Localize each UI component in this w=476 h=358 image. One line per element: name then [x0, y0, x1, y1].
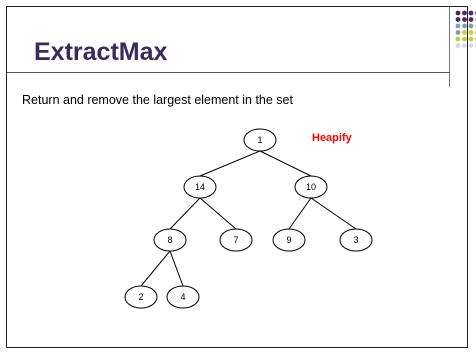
title-divider — [7, 72, 450, 73]
decor-dot — [468, 30, 474, 35]
tree-edge — [259, 150, 312, 177]
decor-dot — [468, 36, 474, 42]
decor-dot — [462, 10, 467, 16]
tree-node-circle — [243, 128, 277, 152]
decor-dot — [455, 10, 461, 16]
tree-edge — [169, 250, 184, 287]
tree-node-circle — [294, 175, 328, 199]
tree-node-circle — [153, 228, 187, 252]
tree-node: 9 — [272, 228, 306, 252]
tree-node-label: 14 — [195, 182, 205, 192]
decor-dot — [455, 17, 461, 22]
decor-dot — [462, 43, 467, 48]
tree-edge — [310, 197, 357, 230]
decor-dot — [468, 10, 474, 16]
tree-node: 2 — [124, 285, 158, 309]
tree-node-circle — [124, 285, 158, 309]
slide-title: ExtractMax — [34, 38, 168, 66]
decor-dot — [462, 17, 467, 22]
tree-node: 14 — [183, 175, 217, 199]
tree-node-circle — [183, 175, 217, 199]
tree-node-circle — [166, 285, 200, 309]
tree-node: 1 — [243, 128, 277, 152]
corner-vertical-rule — [449, 7, 450, 87]
tree-edge — [169, 197, 201, 230]
tree-node: 7 — [219, 228, 253, 252]
tree-node: 3 — [339, 228, 373, 252]
tree-node-label: 10 — [306, 182, 316, 192]
tree-node-circle — [219, 228, 253, 252]
tree-edge — [199, 150, 261, 177]
decor-dot — [455, 36, 461, 42]
heapify-annotation: Heapify — [312, 132, 352, 144]
tree-node-label: 9 — [286, 235, 291, 245]
tree-node-label: 2 — [138, 292, 143, 302]
decor-dot — [468, 17, 474, 22]
tree-node-circle — [272, 228, 306, 252]
tree-node-circle — [339, 228, 373, 252]
tree-node-label: 3 — [353, 235, 358, 245]
tree-node-label: 4 — [180, 292, 185, 302]
decor-dot — [468, 23, 474, 29]
slide-border — [6, 6, 468, 348]
decor-dot — [455, 43, 461, 48]
decor-dot — [462, 30, 467, 35]
slide-subtitle: Return and remove the largest element in… — [22, 93, 293, 107]
tree-node-label: 8 — [167, 235, 172, 245]
tree-edge — [140, 250, 171, 287]
tree-node-label: 1 — [257, 135, 262, 145]
decor-dot — [455, 23, 461, 29]
decor-dot — [462, 36, 467, 42]
decor-dot — [468, 43, 474, 48]
tree-edge — [288, 197, 312, 230]
tree-node: 8 — [153, 228, 187, 252]
tree-edge — [199, 197, 237, 230]
tree-node: 4 — [166, 285, 200, 309]
tree-node: 10 — [294, 175, 328, 199]
tree-node-label: 7 — [233, 235, 238, 245]
decor-dot — [462, 23, 467, 29]
decor-dot — [455, 30, 461, 35]
